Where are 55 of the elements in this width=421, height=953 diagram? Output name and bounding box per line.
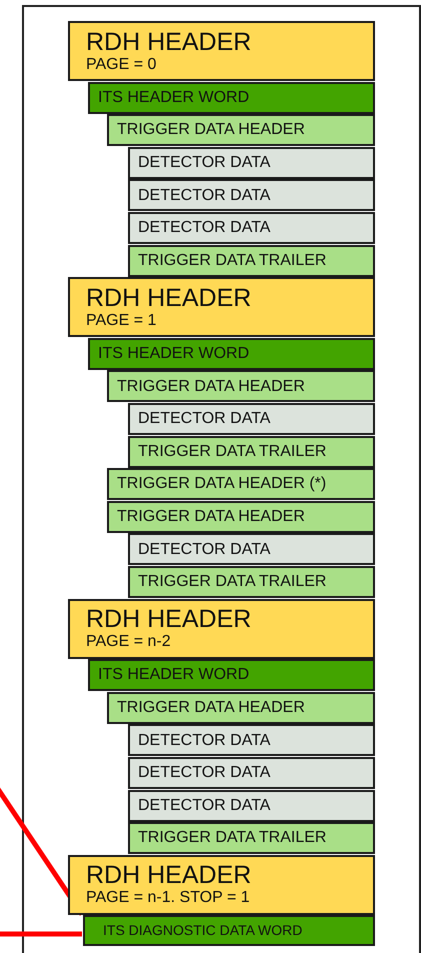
page-number-text: PAGE = n-2	[86, 633, 172, 652]
header-block	[68, 598, 375, 659]
block-label: ITS HEADER WORD	[98, 666, 250, 684]
header-title: RDH HEADER	[86, 284, 252, 312]
block-label: DETECTOR DATA	[138, 764, 272, 782]
block-label: TRIGGER DATA TRAILER	[138, 252, 328, 270]
block-label: TRIGGER DATA HEADER	[117, 121, 306, 139]
block-label: TRIGGER DATA TRAILER	[138, 829, 328, 847]
page-number-text: PAGE = 0	[86, 56, 158, 74]
header-block	[68, 277, 375, 338]
data-word-block	[128, 146, 375, 179]
block-label: DETECTOR DATA	[138, 154, 272, 172]
data-word-block	[88, 338, 375, 370]
data-word-block	[107, 114, 375, 146]
data-word-block	[128, 822, 375, 854]
data-word-block	[128, 724, 375, 756]
block-label: TRIGGER DATA HEADER	[117, 378, 306, 396]
block-label: DETECTOR DATA	[138, 186, 272, 204]
block-label: ITS HEADER WORD	[98, 345, 250, 363]
data-word-block	[88, 659, 375, 692]
data-word-block	[128, 244, 375, 277]
block-label: TRIGGER DATA TRAILER	[138, 573, 328, 591]
data-word-block	[83, 915, 375, 946]
header-block	[68, 854, 375, 915]
data-word-block	[107, 692, 375, 724]
data-word-block	[107, 468, 375, 500]
block-label: ITS DIAGNOSTIC DATA WORD	[103, 923, 304, 939]
page-number-text: PAGE = n-1. STOP = 1	[86, 889, 251, 908]
data-word-block	[128, 403, 375, 435]
header-title: RDH HEADER	[86, 28, 252, 56]
data-word-block	[128, 436, 375, 468]
data-word-block	[128, 179, 375, 212]
page-number-text: PAGE = 1	[86, 312, 158, 330]
block-label: DETECTOR DATA	[138, 732, 272, 750]
data-word-block	[88, 82, 375, 114]
block-label: DETECTOR DATA	[138, 219, 272, 237]
data-word-block	[107, 500, 375, 533]
block-label: TRIGGER DATA HEADER (*)	[117, 475, 328, 493]
data-word-block	[128, 757, 375, 789]
data-word-block	[128, 790, 375, 822]
data-word-block	[128, 212, 375, 244]
header-title: RDH HEADER	[86, 606, 252, 634]
block-label: TRIGGER DATA HEADER	[117, 508, 306, 526]
header-block	[68, 21, 375, 81]
block-label: TRIGGER DATA HEADER	[117, 699, 306, 717]
data-word-block	[128, 533, 375, 566]
block-label: DETECTOR DATA	[138, 410, 272, 428]
header-title: RDH HEADER	[86, 862, 252, 890]
block-label: DETECTOR DATA	[138, 796, 272, 814]
block-label: ITS HEADER WORD	[98, 88, 250, 106]
data-word-block	[128, 566, 375, 598]
frame-border	[22, 5, 421, 953]
block-label: TRIGGER DATA TRAILER	[138, 442, 328, 460]
data-word-block	[107, 370, 375, 402]
block-label: DETECTOR DATA	[138, 540, 272, 558]
